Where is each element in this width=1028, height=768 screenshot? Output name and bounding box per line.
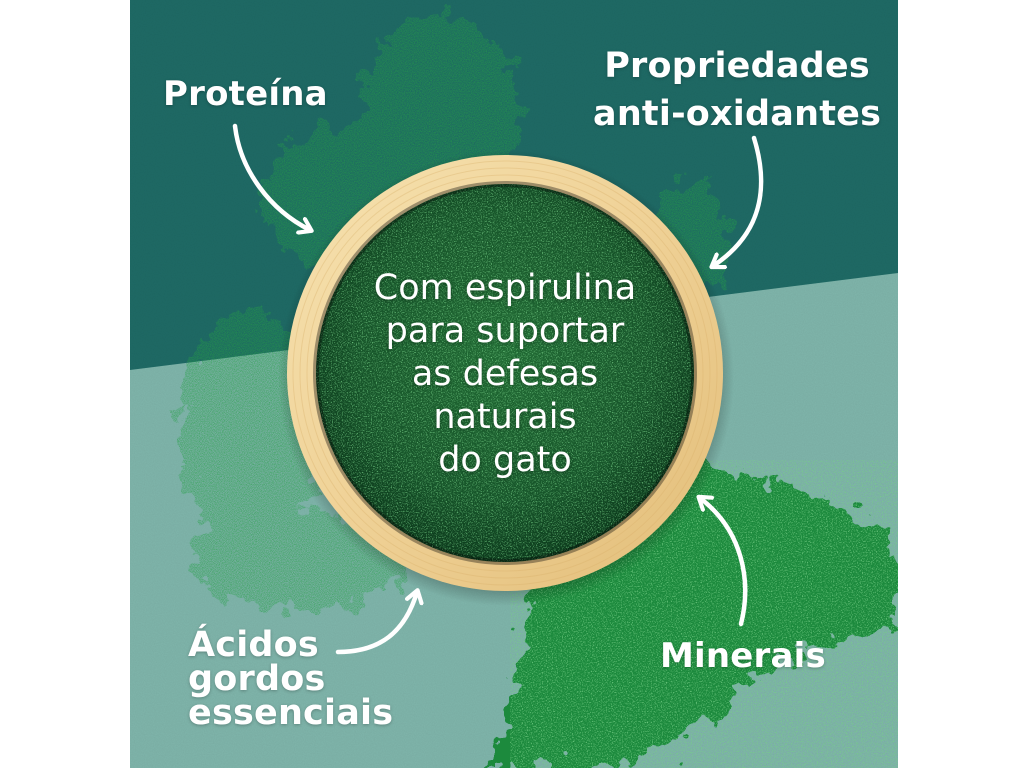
callout-protein-text: Proteína: [163, 74, 328, 114]
center-line: as defesas: [411, 354, 599, 394]
center-line: para suportar: [385, 311, 625, 351]
background-illustration: [130, 0, 898, 768]
callout-fatty-acids-line-2: gordos: [188, 659, 326, 699]
arrow-icon: [713, 135, 764, 266]
spirulina-infographic: Com espirulina para suportar as defesas …: [130, 0, 898, 768]
callout-antioxidant-line-2: anti-oxidantes: [593, 94, 882, 134]
center-headline: Com espirulina para suportar as defesas …: [330, 267, 680, 482]
center-line: Com espirulina: [373, 268, 637, 308]
arrow-icon: [700, 498, 748, 627]
callout-antioxidant-line-1: Propriedades: [604, 46, 870, 86]
callout-antioxidant: Propriedades anti-oxidantes: [593, 42, 881, 138]
callout-minerals: Minerais: [660, 636, 826, 676]
callout-fatty-acids: Ácidos gordos essenciais: [188, 625, 394, 733]
callout-protein: Proteína: [163, 74, 328, 114]
callout-arrows: [232, 123, 764, 655]
arrow-icon: [335, 592, 417, 655]
center-line: do gato: [438, 440, 572, 480]
arrow-icon: [232, 123, 310, 230]
callout-fatty-acids-line-3: essenciais: [188, 693, 394, 733]
callout-minerals-text: Minerais: [660, 636, 826, 676]
callout-fatty-acids-line-1: Ácidos: [188, 625, 319, 665]
center-line: naturais: [433, 397, 577, 437]
